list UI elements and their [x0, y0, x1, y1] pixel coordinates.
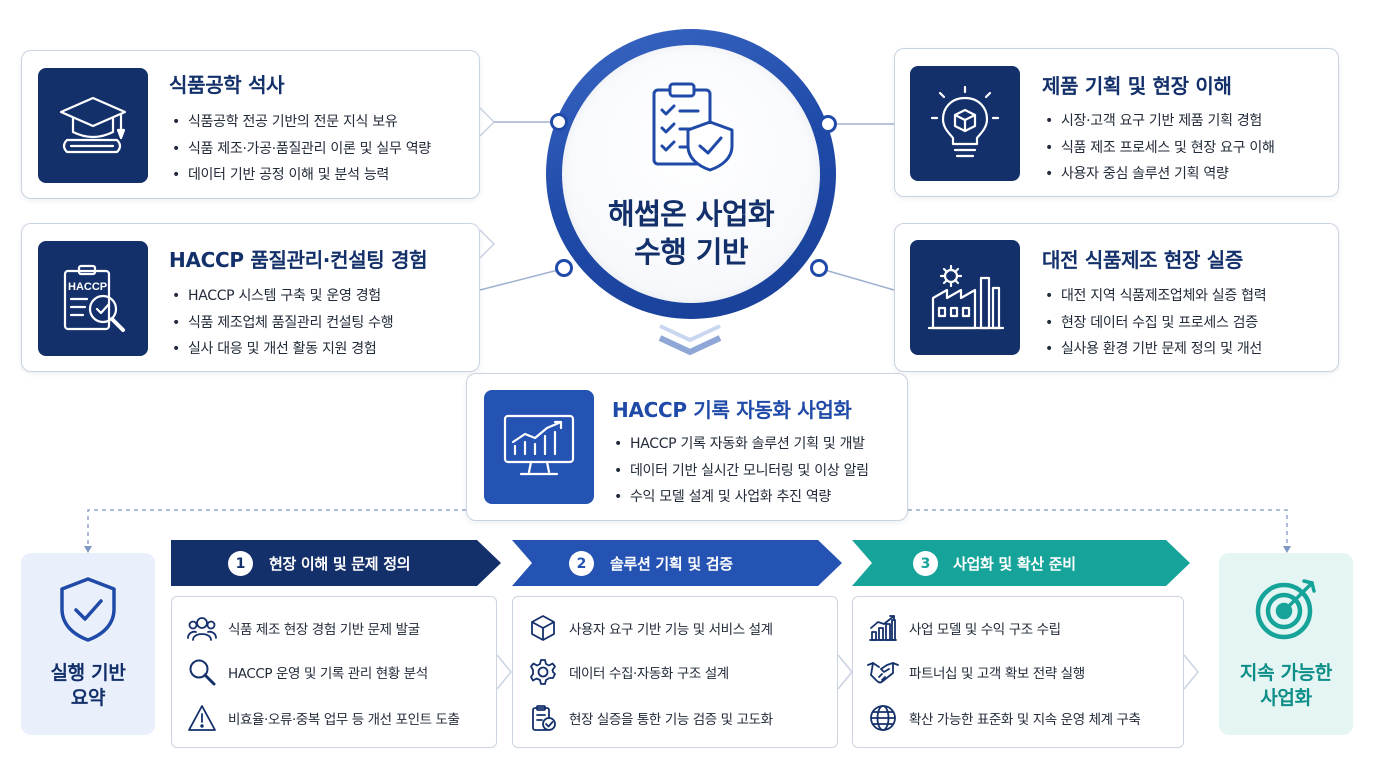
graduation-cap-icon [38, 68, 148, 183]
step-item-text: 현장 실증을 통한 기능 검증 및 고도화 [569, 712, 773, 728]
bullet-item: 데이터 기반 공정 이해 및 분석 능력 [172, 162, 431, 189]
bullet-item: 식품공학 전공 기반의 전문 지식 보유 [172, 109, 431, 136]
connector-node [555, 259, 573, 277]
hub-title-line2: 수행 기반 [634, 235, 748, 269]
summary-box-right: 지속 가능한 사업화 [1219, 553, 1353, 735]
bullet-item: 식품 제조 프로세스 및 현장 요구 이해 [1045, 135, 1275, 162]
shield-check-icon [58, 575, 118, 643]
step-item: HACCP 운영 및 기록 관리 현황 분석 [186, 657, 428, 687]
summary-left-line2: 요약 [70, 687, 106, 709]
warning-triangle-icon [186, 703, 218, 733]
step-1-card: 식품 제조 현장 경험 기반 문제 발굴 HACCP 운영 및 기록 관리 현황… [171, 596, 497, 748]
step-item: 확산 가능한 표준화 및 지속 운영 체계 구축 [867, 703, 1141, 733]
connector-node [819, 115, 837, 133]
bullet-list: HACCP 기록 자동화 솔루션 기획 및 개발 데이터 기반 실시간 모니터링… [614, 431, 869, 511]
clipboard-shield-icon [648, 80, 738, 176]
bullet-item: 수익 모델 설계 및 사업화 추진 역량 [614, 484, 869, 511]
step-2-card: 사용자 요구 기반 기능 및 서비스 설계 데이터 수집·자동화 구조 설계 현… [512, 596, 838, 748]
card-title: 제품 기획 및 현장 이해 [1042, 74, 1232, 98]
bullet-item: 실사용 환경 기반 문제 정의 및 개선 [1045, 336, 1266, 363]
clipboard-check-icon [527, 703, 559, 733]
step-2-header: 2 솔루션 기획 및 검증 [512, 540, 846, 586]
step-item: 데이터 수집·자동화 구조 설계 [527, 657, 729, 687]
card-title: 대전 식품제조 현장 실증 [1042, 248, 1243, 272]
factory-gear-icon [910, 240, 1020, 355]
step-2-label: 솔루션 기획 및 검증 [610, 555, 733, 573]
step-3-label: 사업화 및 확산 준비 [953, 555, 1076, 573]
step-1-number: 1 [228, 551, 253, 576]
step-item-text: 확산 가능한 표준화 및 지속 운영 체계 구축 [909, 712, 1141, 728]
card-haccp-consulting: HACCP HACCP 품질관리·컨설팅 경험 HACCP 시스템 구축 및 운… [21, 223, 480, 372]
lightbulb-cube-icon [910, 66, 1020, 181]
step-2-number: 2 [569, 551, 594, 576]
bullet-item: 데이터 기반 실시간 모니터링 및 이상 알림 [614, 458, 869, 485]
target-arrow-icon [1252, 575, 1320, 643]
step-item: 식품 제조 현장 경험 기반 문제 발굴 [186, 613, 420, 643]
bullet-item: 시장·고객 요구 기반 제품 기획 경험 [1045, 108, 1275, 135]
step-item-text: 사업 모델 및 수익 구조 수립 [909, 622, 1061, 638]
bullet-list: HACCP 시스템 구축 및 운영 경험 식품 제조업체 품질관리 컨설팅 수행… [172, 283, 394, 363]
bullet-item: 식품 제조·가공·품질관리 이론 및 실무 역량 [172, 136, 431, 163]
bullet-list: 시장·고객 요구 기반 제품 기획 경험 식품 제조 프로세스 및 현장 요구 … [1045, 108, 1275, 188]
svg-text:HACCP: HACCP [68, 281, 107, 293]
bullet-item: HACCP 시스템 구축 및 운영 경험 [172, 283, 393, 310]
card-title: HACCP 기록 자동화 사업화 [612, 398, 852, 422]
step-item: 사업 모델 및 수익 구조 수립 [867, 613, 1061, 643]
globe-icon [867, 703, 899, 733]
card-daejeon-field: 대전 식품제조 현장 실증 대전 지역 식품제조업체와 실증 협력 현장 데이터… [894, 223, 1339, 372]
handshake-icon [867, 657, 899, 687]
step-1-label: 현장 이해 및 문제 정의 [269, 555, 411, 573]
step-item-text: HACCP 운영 및 기록 관리 현황 분석 [228, 666, 428, 682]
step-item: 현장 실증을 통한 기능 검증 및 고도화 [527, 703, 773, 733]
step-item: 비효율·오류·중복 업무 등 개선 포인트 도출 [186, 703, 460, 733]
bullet-item: 현장 데이터 수집 및 프로세스 검증 [1045, 310, 1266, 337]
step-item-text: 비효율·오류·중복 업무 등 개선 포인트 도출 [228, 712, 460, 728]
hub-title-line1: 해썹온 사업화 [608, 197, 775, 231]
bullet-list: 식품공학 전공 기반의 전문 지식 보유 식품 제조·가공·품질관리 이론 및 … [172, 109, 431, 189]
gear-icon [527, 657, 559, 687]
summary-left-line1: 실행 기반 [50, 662, 126, 684]
bullet-list: 대전 지역 식품제조업체와 실증 협력 현장 데이터 수집 및 프로세스 검증 … [1045, 283, 1267, 363]
magnifier-icon [186, 657, 218, 687]
people-icon [186, 613, 218, 643]
step-item-text: 사용자 요구 기반 기능 및 서비스 설계 [569, 622, 773, 638]
step-3-number: 3 [913, 551, 938, 576]
step-item-text: 파트너십 및 고객 확보 전략 실행 [909, 666, 1085, 682]
connector-node [810, 259, 828, 277]
step-1-header: 1 현장 이해 및 문제 정의 [171, 540, 505, 586]
connector-node [550, 113, 568, 131]
bullet-item: 실사 대응 및 개선 활동 지원 경험 [172, 336, 393, 363]
card-haccp-automation: HACCP 기록 자동화 사업화 HACCP 기록 자동화 솔루션 기획 및 개… [466, 373, 908, 521]
card-title: 식품공학 석사 [169, 73, 285, 97]
haccp-clipboard-magnifier-icon: HACCP [38, 241, 148, 356]
summary-box-left: 실행 기반 요약 [21, 553, 155, 735]
monitor-growth-chart-icon [484, 390, 594, 504]
step-3-card: 사업 모델 및 수익 구조 수립 파트너십 및 고객 확보 전략 실행 확산 가… [852, 596, 1184, 748]
step-item: 파트너십 및 고객 확보 전략 실행 [867, 657, 1085, 687]
bullet-item: HACCP 기록 자동화 솔루션 기획 및 개발 [614, 431, 869, 458]
cube-icon [527, 613, 559, 643]
card-title: HACCP 품질관리·컨설팅 경험 [169, 248, 428, 272]
bar-chart-icon [867, 613, 899, 643]
step-3-header: 3 사업화 및 확산 준비 [852, 540, 1194, 586]
summary-right-line2: 사업화 [1260, 687, 1312, 709]
bullet-item: 대전 지역 식품제조업체와 실증 협력 [1045, 283, 1267, 310]
step-item-text: 식품 제조 현장 경험 기반 문제 발굴 [228, 622, 420, 638]
bullet-item: 식품 제조업체 품질관리 컨설팅 수행 [172, 310, 394, 337]
step-item-text: 데이터 수집·자동화 구조 설계 [569, 666, 729, 682]
card-product-planning: 제품 기획 및 현장 이해 시장·고객 요구 기반 제품 기획 경험 식품 제조… [894, 48, 1339, 197]
summary-right-line1: 지속 가능한 [1239, 662, 1333, 684]
card-food-engineering: 식품공학 석사 식품공학 전공 기반의 전문 지식 보유 식품 제조·가공·품질… [21, 50, 480, 199]
bullet-item: 사용자 중심 솔루션 기획 역량 [1045, 161, 1275, 188]
step-item: 사용자 요구 기반 기능 및 서비스 설계 [527, 613, 773, 643]
